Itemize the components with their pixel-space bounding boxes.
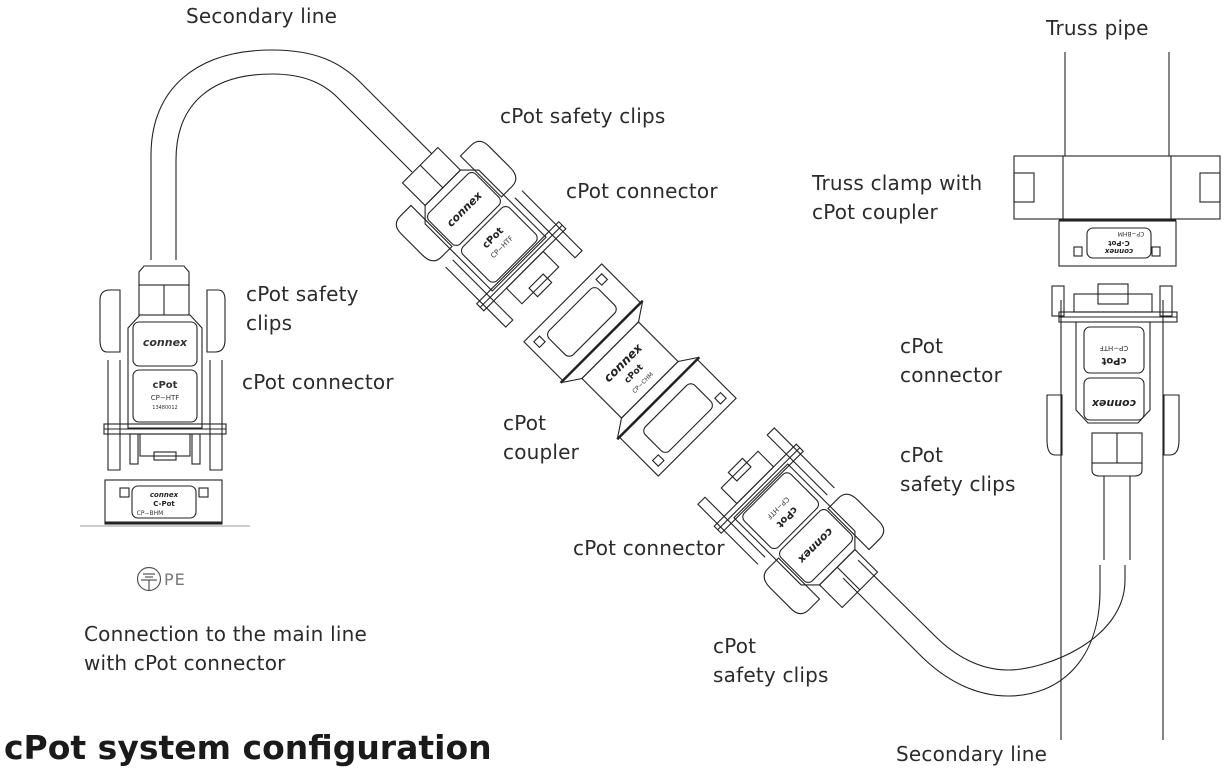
svg-text:connex: connex xyxy=(795,525,836,566)
protective-earth: PE xyxy=(136,566,186,592)
right-connector: cPot CP−HTF connex xyxy=(1046,283,1180,560)
label-truss-pipe: Truss pipe xyxy=(1046,16,1149,40)
page-title: cPot system configuration xyxy=(4,728,492,767)
left-bulkhead: connex C-Pot CP−BHM xyxy=(80,479,250,527)
svg-text:C-Pot: C-Pot xyxy=(153,500,175,508)
protective-earth-icon xyxy=(136,566,162,592)
label-left-connector: cPot connector xyxy=(242,370,394,394)
label-safety-clips-bottom-line2: safety clips xyxy=(713,663,829,687)
label-safety-clips-top: cPot safety clips xyxy=(500,104,666,128)
svg-text:connex: connex xyxy=(444,188,485,229)
truss-pipe xyxy=(1060,52,1170,740)
svg-text:CP−HTF: CP−HTF xyxy=(151,394,180,402)
label-right-connector-line2: connector xyxy=(900,363,1002,387)
label-connector-bottom: cPot connector xyxy=(573,536,725,560)
label-main-line-line1: Connection to the main line xyxy=(84,622,367,646)
secondary-cable-top xyxy=(150,49,433,260)
upper-connector: connex cPot CP−HTF xyxy=(395,140,583,328)
label-main-line-line2: with cPot connector xyxy=(84,651,286,675)
svg-text:CP−BHM: CP−BHM xyxy=(1118,230,1145,237)
label-truss-clamp-line2: cPot coupler xyxy=(812,200,938,224)
label-coupler-line2: coupler xyxy=(503,440,580,464)
svg-text:13480012: 13480012 xyxy=(152,405,177,411)
lower-connector: connex cPot CP−HTF xyxy=(697,427,885,615)
svg-text:cPot: cPot xyxy=(153,380,178,391)
svg-text:CP−BHM: CP−BHM xyxy=(137,510,164,517)
svg-text:connex: connex xyxy=(150,491,179,499)
secondary-cable-bottom xyxy=(842,559,1126,697)
label-right-safety-clips-line1: cPot xyxy=(900,443,944,467)
label-coupler-line1: cPot xyxy=(503,411,547,435)
label-secondary-line-bottom: Secondary line xyxy=(896,742,1048,766)
svg-text:connex: connex xyxy=(143,336,188,349)
truss-clamp: connex C-Pot CP−BHM xyxy=(1013,155,1221,267)
label-right-safety-clips-line2: safety clips xyxy=(900,472,1016,496)
label-secondary-line-top: Secondary line xyxy=(186,4,338,28)
svg-text:connex: connex xyxy=(1104,247,1133,255)
label-left-safety-clips-line2: clips xyxy=(246,311,293,335)
label-safety-clips-bottom-line1: cPot xyxy=(713,634,757,658)
label-truss-clamp-line1: Truss clamp with xyxy=(812,171,983,195)
svg-text:C-Pot: C-Pot xyxy=(1108,239,1130,247)
left-connector: connex cPot CP−HTF 13480012 xyxy=(99,265,227,471)
label-right-connector-line1: cPot xyxy=(900,334,944,358)
label-connector-top: cPot connector xyxy=(566,179,718,203)
svg-text:connex: connex xyxy=(1091,397,1136,410)
svg-text:cPot: cPot xyxy=(1101,355,1126,366)
label-left-safety-clips-line1: cPot safety xyxy=(246,282,359,306)
pe-label: PE xyxy=(164,569,186,589)
svg-text:CP−HTF: CP−HTF xyxy=(1100,344,1129,352)
